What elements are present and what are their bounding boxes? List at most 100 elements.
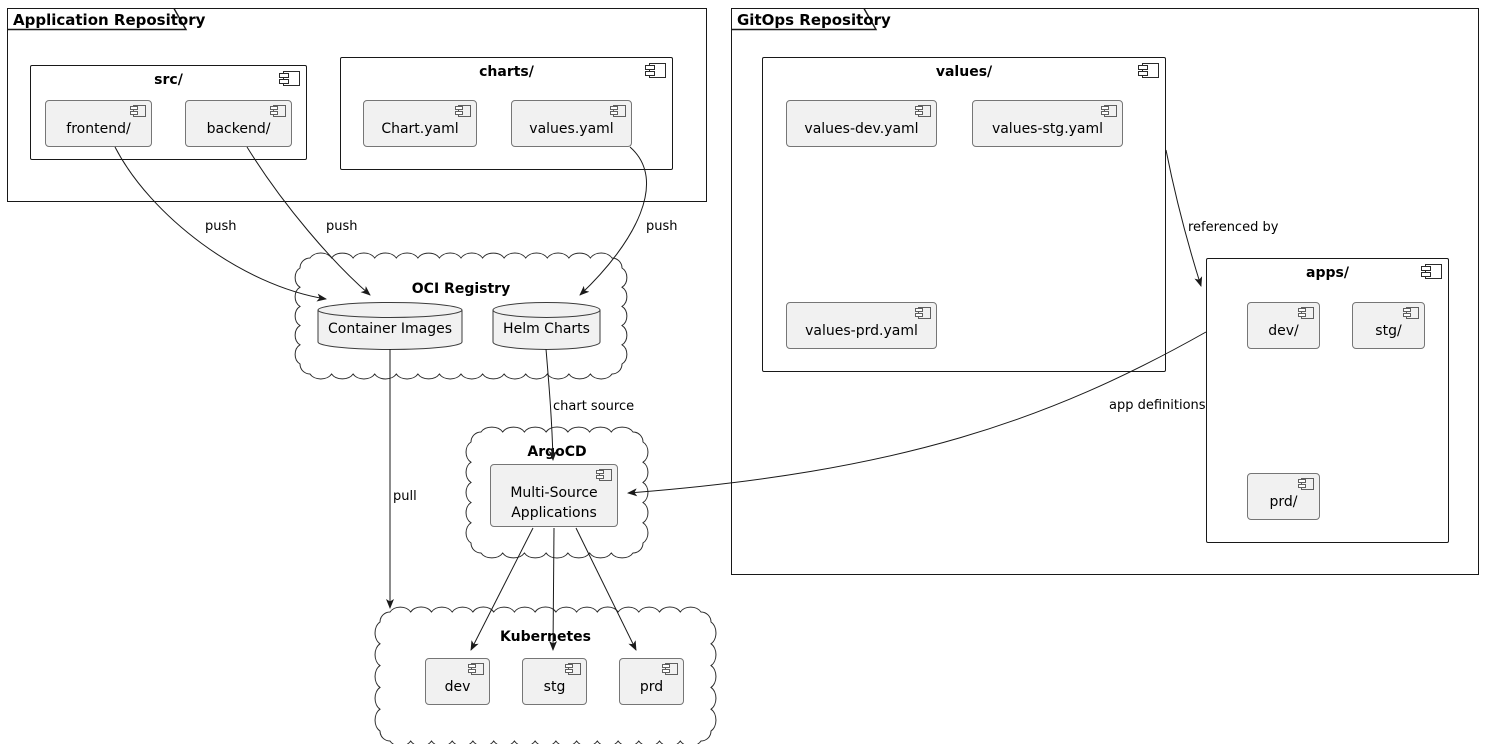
edge-label-app-definitions: app definitions: [1109, 398, 1206, 413]
package-title: apps/: [1306, 265, 1349, 281]
component-icon-port: [610, 111, 618, 115]
oci-registry-cloud: [294, 252, 628, 380]
component-icon-port: [915, 313, 923, 317]
component-icon-port: [645, 71, 655, 76]
component-icon-port: [1298, 313, 1306, 317]
component-icon: [1101, 105, 1117, 117]
package-title: charts/: [479, 64, 534, 80]
component-icon-port: [279, 79, 289, 84]
component-icon: [279, 71, 300, 86]
edge-label-push-frontend: push: [205, 219, 237, 234]
component-icon-port: [1421, 272, 1431, 277]
component-icon-port: [279, 73, 289, 78]
component-apps-dev: dev/: [1247, 302, 1320, 349]
cloud-title-argocd: ArgoCD: [527, 444, 587, 460]
component-icon-port: [455, 111, 463, 115]
component-icon-body: [283, 71, 300, 86]
component-icon-body: [1425, 264, 1442, 279]
frame-title-gitops-repository: GitOps Repository: [737, 11, 891, 29]
component-icon: [915, 307, 931, 319]
component-icon-port: [610, 106, 618, 110]
component-icon-port: [130, 106, 138, 110]
component-label: values-stg.yaml: [991, 120, 1104, 137]
component-icon: [468, 663, 484, 675]
component-icon-port: [130, 111, 138, 115]
component-icon-port: [468, 669, 476, 673]
package-title: src/: [154, 72, 183, 88]
component-icon: [662, 663, 678, 675]
component-icon-port: [270, 106, 278, 110]
component-icon-port: [565, 664, 573, 668]
component-icon-port: [1403, 313, 1411, 317]
component-icon-port: [1101, 106, 1109, 110]
package-apps: apps/: [1206, 258, 1449, 543]
component-values-prd-yaml: values-prd.yaml: [786, 302, 937, 349]
component-icon-port: [270, 111, 278, 115]
component-icon: [130, 105, 146, 117]
component-icon: [645, 63, 666, 78]
component-label: stg: [543, 678, 566, 695]
component-icon-port: [915, 111, 923, 115]
component-apps-stg: stg/: [1352, 302, 1425, 349]
component-icon: [1421, 264, 1442, 279]
component-icon-port: [1138, 71, 1148, 76]
component-label: Multi-Source Applications: [510, 484, 598, 521]
component-values-stg-yaml: values-stg.yaml: [972, 100, 1123, 147]
component-icon: [596, 469, 612, 481]
database-label-container-images: Container Images: [327, 321, 452, 337]
component-label: values.yaml: [529, 120, 614, 137]
component-icon: [1138, 63, 1159, 78]
component-icon-port: [645, 65, 655, 70]
component-label: backend/: [206, 120, 271, 137]
component-apps-prd: prd/: [1247, 473, 1320, 520]
component-values-yaml: values.yaml: [511, 100, 632, 147]
edge-label-pull: pull: [393, 489, 417, 504]
component-k8s-stg: stg: [522, 658, 587, 705]
component-icon-port: [662, 669, 670, 673]
component-label: dev/: [1268, 322, 1299, 339]
component-icon-port: [565, 669, 573, 673]
cloud-title-oci-registry: OCI Registry: [411, 281, 511, 297]
component-label: Chart.yaml: [381, 120, 459, 137]
edge-label-push-backend: push: [326, 219, 358, 234]
database-label-helm-charts: Helm Charts: [503, 321, 590, 337]
edge-label-push-chart: push: [646, 219, 678, 234]
component-k8s-dev: dev: [425, 658, 490, 705]
edge-label-referenced-by: referenced by: [1188, 220, 1279, 235]
component-icon: [270, 105, 286, 117]
component-icon-port: [1403, 308, 1411, 312]
component-k8s-prd: prd: [619, 658, 684, 705]
component-icon-port: [1298, 308, 1306, 312]
component-chart-yaml: Chart.yaml: [363, 100, 477, 147]
component-label: prd/: [1269, 493, 1298, 510]
component-label: dev: [444, 678, 471, 695]
component-icon-body: [1142, 63, 1159, 78]
component-icon: [455, 105, 471, 117]
component-icon: [915, 105, 931, 117]
component-icon-port: [468, 664, 476, 668]
component-values-dev-yaml: values-dev.yaml: [786, 100, 937, 147]
component-label: values-prd.yaml: [805, 322, 918, 339]
component-icon: [610, 105, 626, 117]
component-icon-port: [1138, 65, 1148, 70]
component-icon: [1403, 307, 1419, 319]
component-icon-port: [1421, 266, 1431, 271]
component-icon-port: [1101, 111, 1109, 115]
edge-label-chart-source: chart source: [553, 399, 635, 414]
component-multi-source-applications: Multi-Source Applications: [490, 464, 618, 527]
package-title: values/: [935, 64, 993, 80]
component-icon-port: [1298, 479, 1306, 483]
component-icon-port: [596, 475, 604, 479]
component-icon-port: [1298, 484, 1306, 488]
component-icon-port: [662, 664, 670, 668]
component-icon-body: [649, 63, 666, 78]
component-frontend: frontend/: [45, 100, 152, 147]
component-icon: [1298, 307, 1314, 319]
cloud-title-kubernetes: Kubernetes: [500, 629, 591, 645]
component-icon: [1298, 478, 1314, 490]
component-icon-port: [596, 470, 604, 474]
component-icon-port: [455, 106, 463, 110]
component-icon: [565, 663, 581, 675]
component-label: values-dev.yaml: [804, 120, 919, 137]
